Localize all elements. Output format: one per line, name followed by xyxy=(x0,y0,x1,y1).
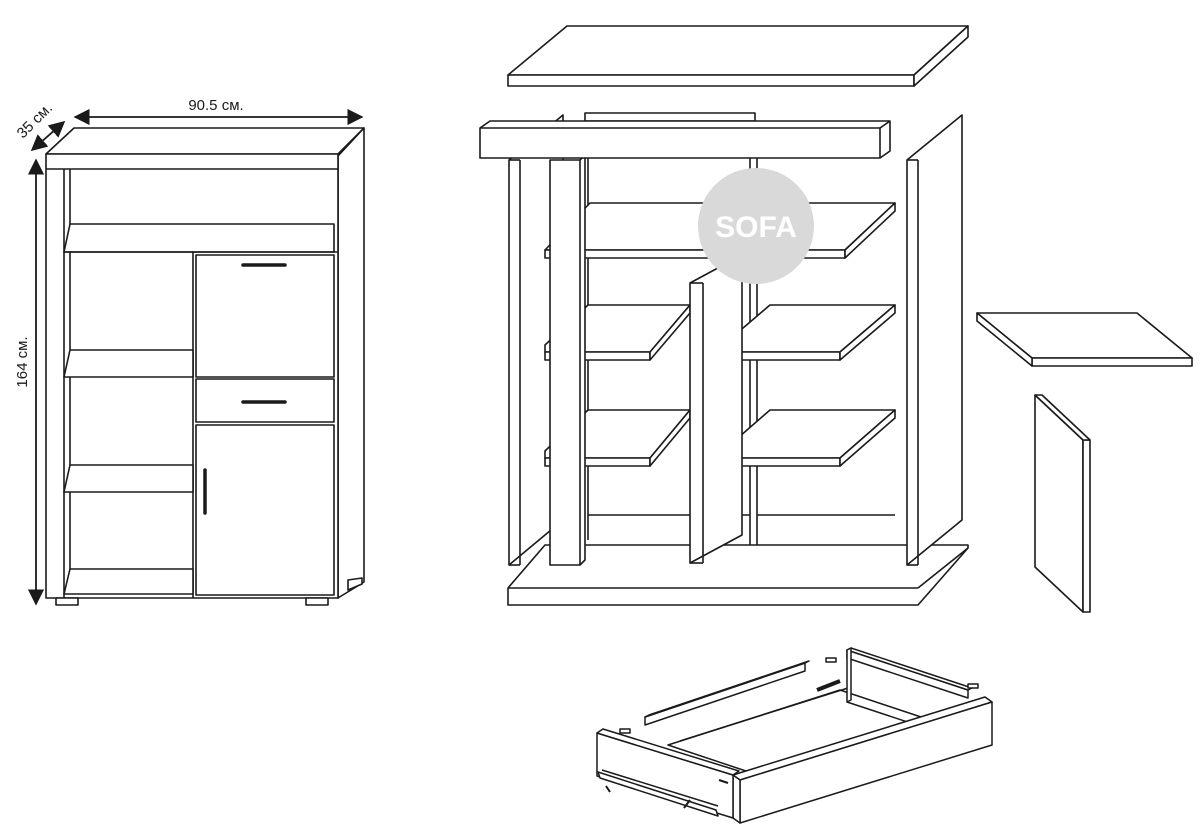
cabinet-upper-door xyxy=(195,254,335,378)
cabinet-shelf xyxy=(63,223,335,253)
loose-panels xyxy=(976,312,1193,613)
dowel xyxy=(825,657,837,663)
screw xyxy=(718,779,729,784)
dowel xyxy=(967,683,979,689)
open-door xyxy=(689,254,743,564)
drawer-runner xyxy=(597,771,719,817)
top-panel xyxy=(507,25,969,76)
screw xyxy=(683,799,691,809)
drawer-assembly xyxy=(596,647,993,824)
sofa-watermark: SOFA xyxy=(698,168,814,284)
assembled-cabinet xyxy=(45,127,365,606)
drawer-back-panel xyxy=(846,649,969,699)
cabinet-foot xyxy=(305,597,329,606)
back-panel xyxy=(584,112,756,122)
dowel xyxy=(619,728,631,734)
screw xyxy=(605,785,611,793)
cabinet-shelf xyxy=(63,568,194,595)
right-side-panel xyxy=(906,114,963,566)
cabinet-foot xyxy=(55,597,79,606)
cabinet-foot xyxy=(347,577,363,591)
watermark-text: SOFA xyxy=(715,211,797,244)
height-dimension-label: 164 см. xyxy=(14,336,31,387)
exploded-view xyxy=(479,25,969,606)
depth-dimension-arrow xyxy=(30,120,66,152)
width-dimension-label: 90.5 см. xyxy=(188,97,243,114)
cabinet-top-panel xyxy=(45,127,365,155)
cabinet-shelf xyxy=(63,464,194,493)
top-rail xyxy=(479,120,891,159)
loose-shelf-panel xyxy=(976,312,1193,359)
drawer-side-panel xyxy=(846,647,852,703)
cabinet-lower-door xyxy=(195,424,335,596)
cabinet-side-panel xyxy=(337,127,365,599)
cabinet-shelf xyxy=(63,349,194,378)
dimension-lines xyxy=(27,108,364,606)
screw xyxy=(816,679,841,692)
